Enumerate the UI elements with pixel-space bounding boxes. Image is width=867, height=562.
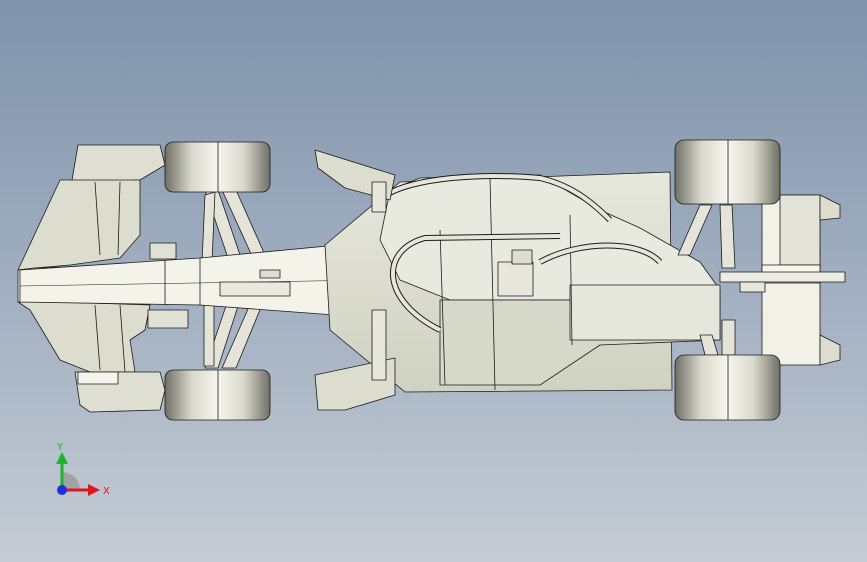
axis-triad: Y X [56,442,110,497]
z-axis-icon [57,485,67,495]
rear-right-tire[interactable] [674,354,781,421]
cockpit-halo[interactable] [377,173,663,333]
bargeboards [314,149,396,411]
front-suspension [201,189,266,369]
front-left-tire[interactable] [164,141,271,193]
rear-suspension [677,204,736,356]
triad-plane-icon [62,472,80,490]
rear-left-tire[interactable] [674,139,781,205]
y-axis-label: Y [56,442,64,453]
rear-wing[interactable] [719,194,846,366]
x-axis-label: X [103,486,110,497]
front-right-tire[interactable] [164,369,271,421]
